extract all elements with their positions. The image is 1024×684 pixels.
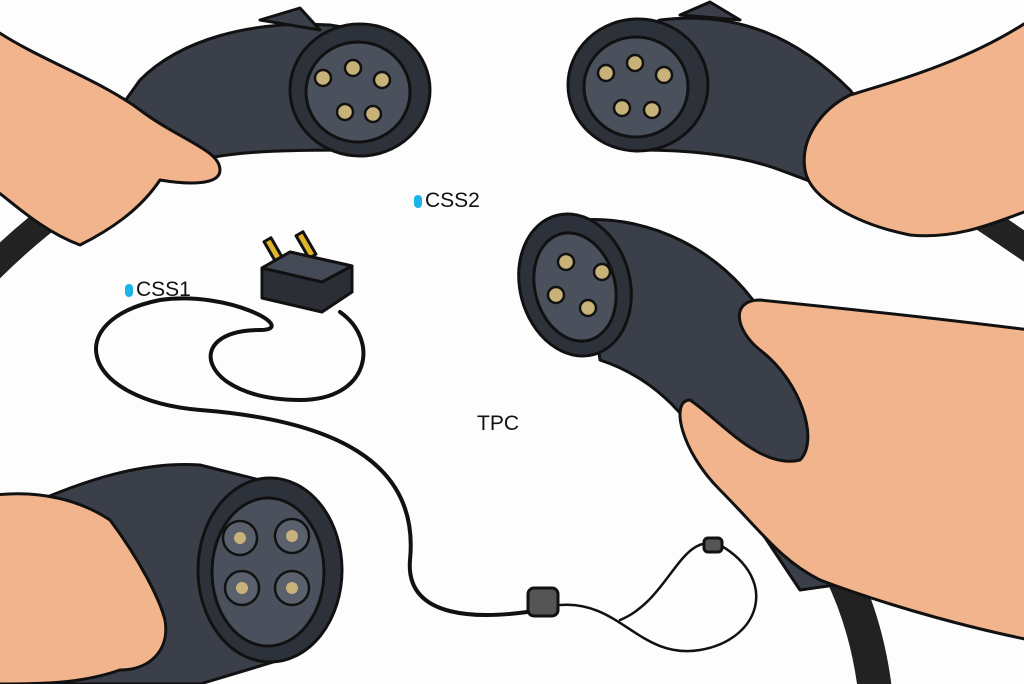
marker-dot-icon <box>414 194 422 208</box>
marker-dot-icon <box>125 283 133 297</box>
adapter-cable <box>94 296 542 617</box>
connector-css1-top-left <box>0 6 432 247</box>
hand-bottom-left <box>0 492 168 684</box>
label-css2: CSS2 <box>414 189 480 213</box>
label-tpc-text: TPC <box>477 412 519 435</box>
connector-tpc-right <box>517 212 1024 641</box>
label-css1: CSS1 <box>125 278 191 302</box>
label-css1-text: CSS1 <box>136 278 191 301</box>
connector-bottom-left <box>0 462 344 684</box>
connector-css2-top-right <box>566 0 1024 238</box>
label-tpc: TPC <box>477 412 519 436</box>
label-css2-text: CSS2 <box>425 189 480 212</box>
hand-mid-right <box>678 298 1024 641</box>
thin-cable <box>558 541 758 653</box>
inline-clip <box>702 536 724 554</box>
hand-top-right <box>802 22 1024 238</box>
hand-top-left <box>0 31 222 247</box>
inline-connector <box>526 586 560 618</box>
plug-adapter <box>260 230 354 314</box>
